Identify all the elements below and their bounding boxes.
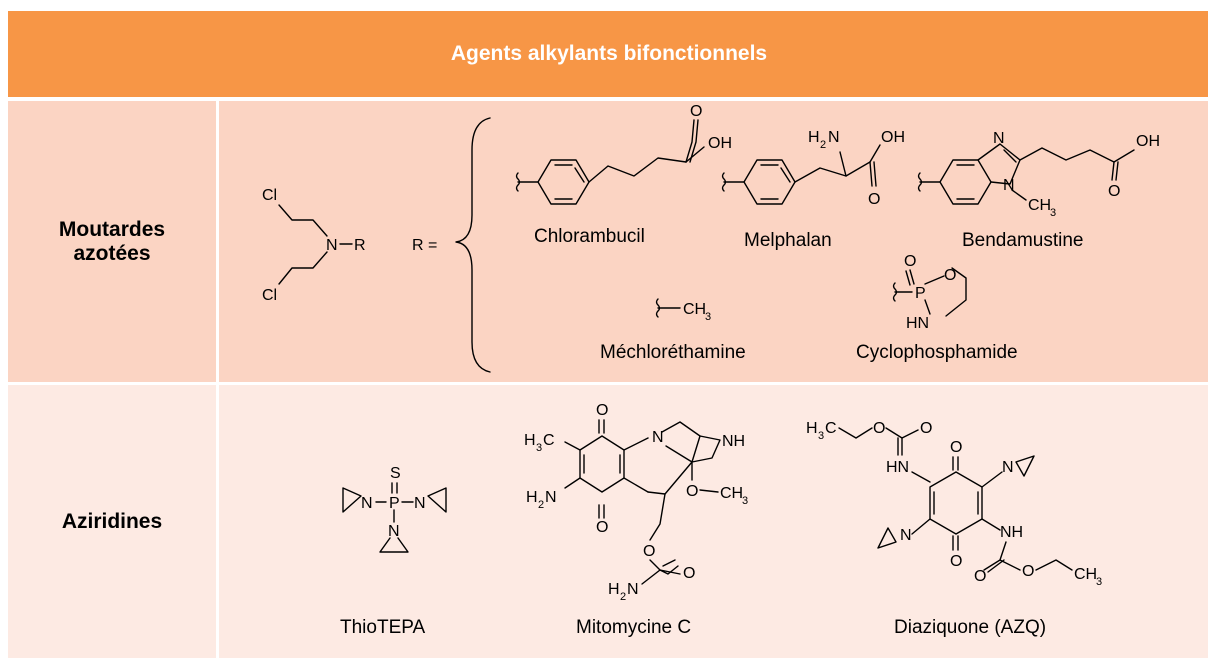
svg-text:2: 2 [820,139,826,151]
svg-text:O: O [596,402,608,419]
compound-label-diaziquone: Diaziquone (AZQ) [894,617,1046,638]
bendamustine-structure: N N O OH CH 3 [917,130,1160,219]
svg-text:N: N [828,129,840,146]
svg-text:HN: HN [886,459,909,476]
svg-text:O: O [873,420,885,437]
svg-text:3: 3 [1096,576,1102,588]
svg-text:R: R [354,237,366,254]
svg-text:NH: NH [1000,524,1023,541]
svg-text:3: 3 [742,495,748,507]
mitomycin-c-structure: O O H 3 C H 2 N N NH O CH 3 O O H 2 N [524,402,748,603]
svg-text:O: O [1108,183,1120,200]
column-divider [216,385,219,658]
row-label-aziridines: Aziridines [8,385,216,658]
svg-text:S: S [390,465,401,482]
svg-text:3: 3 [536,442,542,454]
table-header: Agents alkylants bifonctionnels [8,11,1208,97]
row-aziridines: Aziridines [8,385,1208,658]
svg-text:2: 2 [620,591,626,603]
compound-label-chlorambucil: Chlorambucil [534,226,645,247]
thiotepa-structure: S P N N N [342,465,447,553]
row-label-line1: Moutardes [58,217,166,241]
svg-text:OH: OH [881,129,905,146]
compound-label-bendamustine: Bendamustine [962,230,1083,251]
svg-text:Cl: Cl [262,187,277,204]
svg-text:N: N [388,523,400,540]
svg-text:P: P [915,285,926,302]
chlorambucil-structure: O OH [515,103,732,205]
svg-text:O: O [904,253,916,270]
svg-text:O: O [974,568,986,585]
svg-text:H: H [806,420,818,437]
r-equals-label: R = [412,237,437,254]
svg-text:O: O [868,191,880,208]
svg-text:3: 3 [818,430,824,442]
svg-text:O: O [683,565,695,582]
svg-text:3: 3 [1050,207,1056,219]
compound-label-cyclophosphamide: Cyclophosphamide [856,342,1018,363]
svg-text:O: O [920,420,932,437]
compound-label-mechlorethamine: Méchloréthamine [600,342,746,363]
svg-text:O: O [686,483,698,500]
svg-text:HN: HN [906,315,929,332]
row-label-aziridines-text: Aziridines [61,509,163,533]
compound-label-mitomycin-c: Mitomycine C [576,617,691,638]
svg-text:O: O [643,543,655,560]
svg-text:O: O [950,553,962,570]
svg-text:O: O [944,267,956,284]
svg-text:3: 3 [705,311,711,323]
curly-brace [455,117,491,373]
svg-text:H: H [526,489,538,506]
svg-text:H: H [808,129,820,146]
mechlorethamine-structure: CH 3 [655,298,711,323]
svg-text:OH: OH [708,135,732,152]
column-divider [216,101,219,382]
svg-text:CH: CH [1074,566,1097,583]
svg-text:NH: NH [722,433,745,450]
svg-text:N: N [993,130,1005,147]
svg-text:CH: CH [1028,197,1051,214]
melphalan-structure: H 2 N OH O [721,129,905,208]
svg-text:OH: OH [1136,133,1160,150]
svg-text:P: P [389,495,400,512]
svg-text:N: N [326,237,338,254]
diaziquone-structure: H 3 C O O HN O N N O NH O O CH 3 [806,420,1102,588]
svg-text:N: N [652,429,664,446]
svg-text:CH: CH [720,485,743,502]
svg-text:H: H [524,432,536,449]
svg-text:N: N [1002,459,1014,476]
header-title: Agents alkylants bifonctionnels [450,42,768,65]
compound-label-thiotepa: ThioTEPA [340,617,426,638]
svg-text:N: N [414,495,426,512]
svg-text:2: 2 [538,499,544,511]
svg-text:N: N [900,527,912,544]
svg-text:H: H [608,581,620,598]
svg-text:Cl: Cl [262,287,277,304]
svg-text:C: C [825,420,837,437]
svg-text:C: C [543,432,555,449]
cyclophosphamide-structure: O P O HN [892,253,967,332]
mustard-core-structure: Cl Cl N R [262,187,366,304]
svg-text:O: O [1022,563,1034,580]
row-label-line2: azotées [73,241,151,265]
compound-label-melphalan: Melphalan [744,230,832,251]
svg-text:N: N [545,489,557,506]
svg-text:N: N [627,581,639,598]
svg-text:N: N [1003,177,1015,194]
svg-text:O: O [596,519,608,536]
svg-text:O: O [690,103,702,120]
svg-text:O: O [950,439,962,456]
svg-text:CH: CH [683,301,706,318]
svg-text:N: N [361,495,373,512]
